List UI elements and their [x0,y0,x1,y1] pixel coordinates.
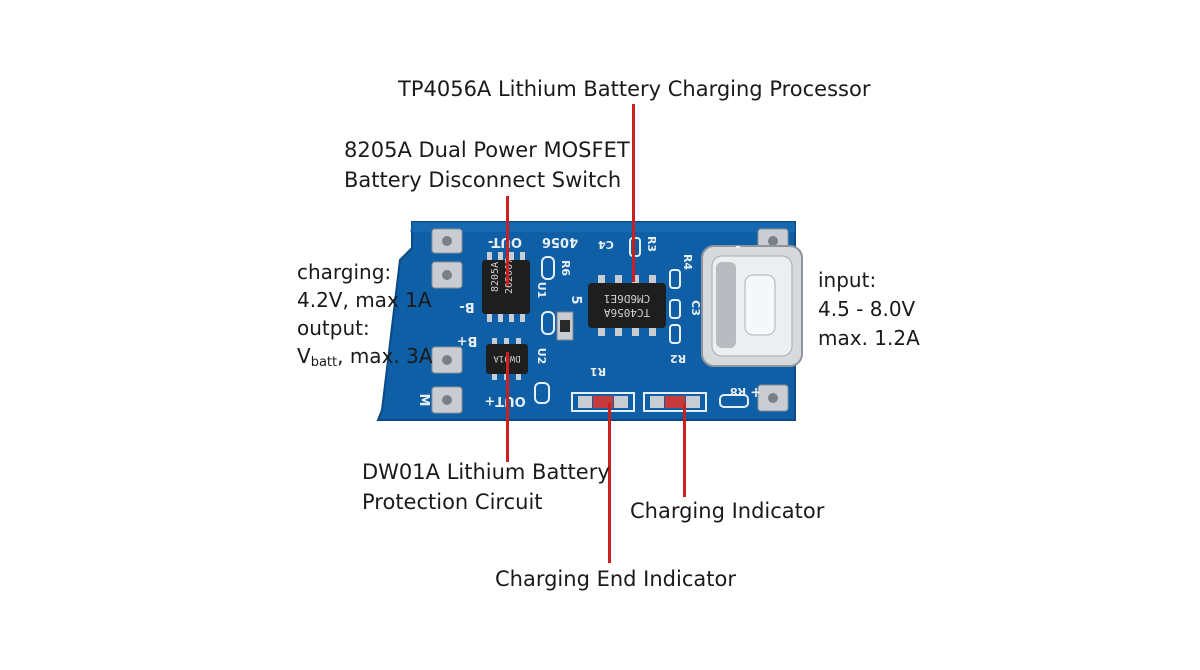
label-charging-indicator-text: Charging Indicator [630,499,825,523]
silk-r1: R1 [590,365,606,378]
label-output-title: output: [297,316,370,340]
silk-u2: U2 [535,348,548,365]
charger-chip-mark-2: CM6D6E1 [604,292,650,305]
label-charging-end-indicator-text: Charging End Indicator [495,567,736,591]
charger-chip-mark-1: TC4056A [603,306,650,319]
label-charging-spec: 4.2V, max 1A [297,288,432,312]
label-charging-title: charging: [297,260,392,284]
leader-charging-end-indicator [608,403,611,563]
silk-r4: R4 [681,254,694,270]
mosfet-chip: 8205A 202007 [482,252,530,322]
mosfet-chip-mark-2: 202007 [504,258,515,294]
label-output-v: V [297,344,311,368]
silk-r6: R6 [559,260,572,276]
label-mosfet: 8205A Dual Power MOSFET Battery Disconne… [344,135,630,195]
label-output-spec-line: Vbatt, max. 3A [297,342,433,377]
silk-u1: U1 [535,282,548,299]
label-mosfet-line1: 8205A Dual Power MOSFET [344,138,630,162]
leader-dw01a [506,352,509,462]
label-battery-specs: charging: 4.2V, max 1A output: Vbatt, ma… [297,258,433,377]
silk-plus: + [750,384,762,400]
silk-minus: - [735,239,741,255]
label-output-spec: , max. 3A [337,344,433,368]
label-mosfet-line2: Battery Disconnect Switch [344,168,622,192]
leader-charging-indicator [683,403,686,497]
usb-c-connector [701,245,803,367]
silk-c5: 5 [568,295,583,304]
label-dw01a-line2: Protection Circuit [362,490,543,514]
silk-b-plus: B+ [457,333,478,348]
mosfet-chip-mark-1: 8205A [490,262,501,292]
label-dw01a: DW01A Lithium Battery Protection Circuit [362,457,610,517]
silk-b-minus: B- [459,299,474,314]
leader-tp4056 [632,104,635,282]
passive-components [534,237,749,408]
silk-out-minus: OUT- [488,234,522,249]
charger-chip: CM6D6E1 TC4056A [588,275,666,336]
label-tp4056-text: TP4056A Lithium Battery Charging Process… [398,77,871,101]
leader-mosfet [506,196,509,286]
label-charging-indicator: Charging Indicator [630,496,824,526]
label-input-range: 4.5 - 8.0V [818,297,916,321]
label-tp4056: TP4056A Lithium Battery Charging Process… [398,74,870,104]
silk-out-plus: OUT+ [484,393,525,408]
label-input-title: input: [818,268,877,292]
label-charging-end-indicator: Charging End Indicator [495,564,736,594]
silk-r8: R8 [730,385,746,398]
silk-c4: C4 [598,238,614,251]
charging-led [643,392,707,412]
silk-model: 4056 [542,234,578,249]
silk-c3: C3 [689,300,702,316]
label-input-specs: input: 4.5 - 8.0V max. 1.2A [818,266,920,353]
silk-r2: R2 [670,352,686,365]
silk-m: M [416,394,431,407]
silk-r3: R3 [645,236,658,252]
label-output-sub: batt [310,355,338,370]
label-dw01a-line1: DW01A Lithium Battery [362,460,610,484]
label-input-max: max. 1.2A [818,326,920,350]
